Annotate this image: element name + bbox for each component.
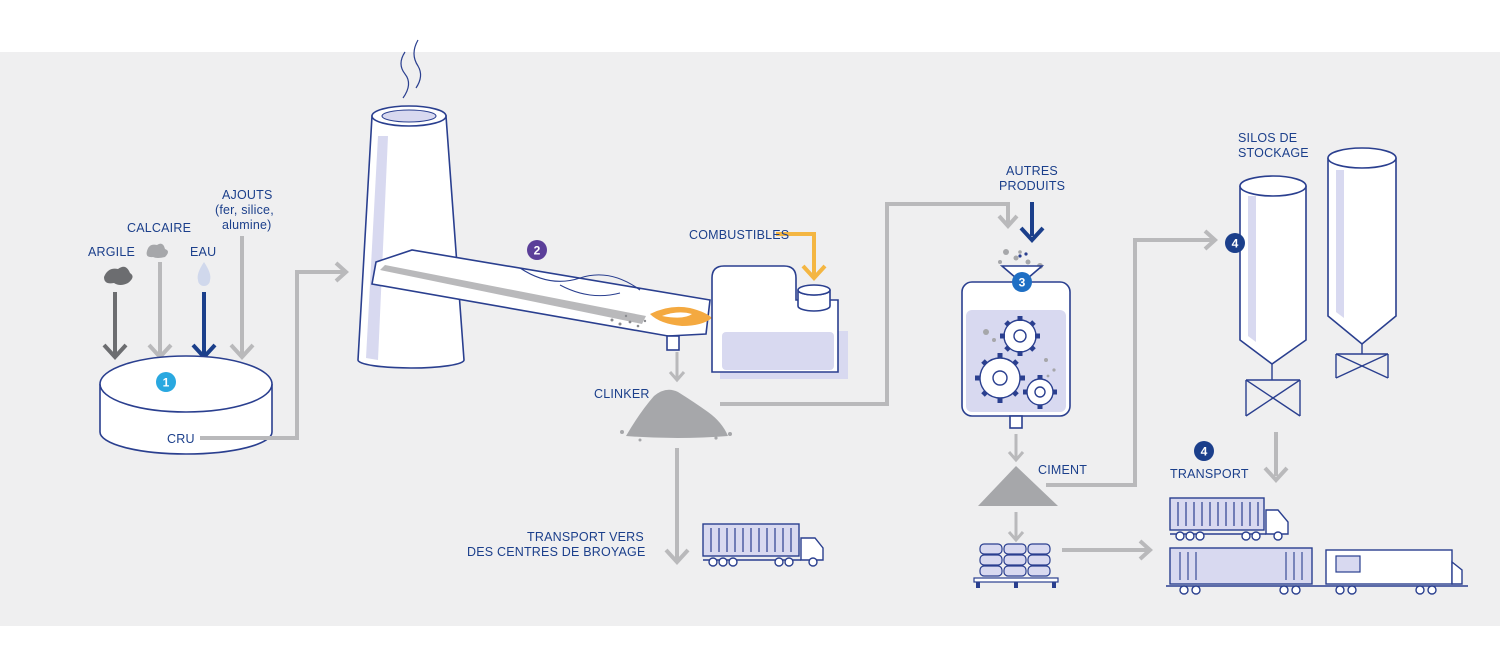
label-ajouts-2: (fer, silice, xyxy=(215,203,274,217)
raw-materials-group: ARGILE CALCAIRE EAU AJOUTS (fer, silice,… xyxy=(88,188,274,360)
step-4-badge-silos xyxy=(1225,233,1245,253)
clinker-particles xyxy=(620,430,732,442)
step-2-number: 2 xyxy=(534,244,541,258)
step-4-badge-transport xyxy=(1194,441,1214,461)
step-4-number-transport: 4 xyxy=(1201,445,1208,459)
clinker-pile: CLINKER xyxy=(594,352,732,442)
kiln-gas-line xyxy=(519,267,641,291)
preheater-tower xyxy=(357,39,465,369)
step-1-badge xyxy=(156,372,176,392)
train-wheels xyxy=(1179,585,1437,595)
step-3-number: 3 xyxy=(1019,276,1026,290)
mill-input-dots xyxy=(1018,252,1028,258)
cement-drop-arrow-head xyxy=(1007,451,1025,463)
truck2-container-ribs xyxy=(1177,502,1259,526)
pallet-top xyxy=(973,577,1059,583)
label-combustibles: COMBUSTIBLES xyxy=(689,228,789,242)
silo-2-top xyxy=(1327,147,1397,169)
train-wagon-ribs xyxy=(1179,552,1303,580)
clinker-truck xyxy=(702,523,824,567)
train-wagon xyxy=(1169,547,1313,585)
label-silos-2: STOCKAGE xyxy=(1238,146,1309,160)
label-ajouts-1: AJOUTS xyxy=(222,188,273,202)
locomotive-window xyxy=(1335,555,1361,573)
label-eau: EAU xyxy=(190,245,216,259)
kiln-flame-core xyxy=(662,312,692,318)
step-3-badge xyxy=(1012,272,1032,292)
silo-1-top xyxy=(1239,175,1307,197)
rotary-kiln: 2 xyxy=(371,240,712,351)
other-products-arrow-head xyxy=(1019,226,1045,243)
flow-silos-to-transport-head xyxy=(1263,466,1289,483)
mill-dust xyxy=(983,329,1056,378)
step-2-badge xyxy=(527,240,547,260)
gear-teeth xyxy=(975,316,1057,409)
pallet-legs xyxy=(976,582,1056,588)
silo-1-shade xyxy=(1248,196,1256,342)
label-calcaire: CALCAIRE xyxy=(127,221,191,235)
truck2-wheels xyxy=(1175,531,1283,541)
label-autres-1: AUTRES xyxy=(1006,164,1058,178)
burner-unit: COMBUSTIBLES xyxy=(689,228,848,379)
flow-bags-to-transport-head xyxy=(1138,539,1153,561)
clinker-heap xyxy=(626,389,728,438)
kiln-material-stripe xyxy=(380,265,646,324)
label-transport: TRANSPORT xyxy=(1170,467,1249,481)
flow-clinker-to-transport-head xyxy=(664,548,690,565)
label-cru: CRU xyxy=(167,432,195,446)
truck-cab xyxy=(800,537,824,561)
clinker-drop-arrow-head xyxy=(668,371,686,383)
flow-cru-to-kiln-head xyxy=(334,261,349,283)
label-silos-1: SILOS DE xyxy=(1238,131,1297,145)
fuel-arrow xyxy=(776,232,816,276)
cement-truck xyxy=(1169,497,1289,541)
label-transport-broyage-1: TRANSPORT VERS xyxy=(527,530,644,544)
cement-heap xyxy=(978,466,1058,506)
limestone-icon xyxy=(146,243,168,258)
tower-opening xyxy=(381,109,437,123)
label-autres-2: PRODUITS xyxy=(999,179,1065,193)
silo-2-shade xyxy=(1336,170,1344,318)
label-clinker: CLINKER xyxy=(594,387,650,401)
flow-cement-to-silos-head xyxy=(1203,229,1218,251)
kiln-particles xyxy=(610,314,647,328)
cement-mill: AUTRES PRODUITS 3 xyxy=(961,164,1071,429)
basin-top xyxy=(99,355,273,413)
kiln-outlet xyxy=(666,335,680,351)
bags-drop-arrow-head xyxy=(1007,531,1025,543)
label-argile: ARGILE xyxy=(88,245,135,259)
silo-1-legs xyxy=(1245,364,1301,417)
locomotive-nose xyxy=(1451,560,1463,585)
flow-clinker-to-mill xyxy=(720,202,1010,406)
step-1-number: 1 xyxy=(163,376,170,390)
water-drop-icon xyxy=(197,262,211,286)
cement-train xyxy=(1166,547,1468,595)
label-ciment: CIMENT xyxy=(1038,463,1087,477)
storage-silos: SILOS DE STOCKAGE 4 xyxy=(1225,131,1397,417)
truck-wheels xyxy=(708,557,818,567)
burner-panel xyxy=(722,332,834,370)
mill-outlet xyxy=(1009,415,1023,429)
clay-arrow-head xyxy=(102,343,128,360)
flow-cru-to-kiln xyxy=(200,270,344,440)
silo-2-legs xyxy=(1335,344,1389,379)
fuel-arrow-head xyxy=(801,264,827,281)
tower-shade xyxy=(366,136,388,360)
label-ajouts-3: alumine) xyxy=(222,218,272,232)
flow-clinker-to-mill-head xyxy=(997,214,1019,229)
label-transport-broyage-2: DES CENTRES DE BROYAGE xyxy=(467,545,646,559)
cement-bags-pallet xyxy=(973,543,1059,588)
smoke-line-2 xyxy=(413,39,422,89)
additives-arrow-head xyxy=(229,343,255,360)
truck-container-ribs xyxy=(710,528,792,552)
flow-cement-to-silos xyxy=(1046,238,1214,487)
clay-icon xyxy=(104,266,133,285)
truck2-cab xyxy=(1265,509,1289,535)
cement-bags xyxy=(979,543,1051,577)
fuel-inlet-top xyxy=(797,284,831,296)
step-4-number-silos: 4 xyxy=(1232,237,1239,251)
smoke-line xyxy=(400,51,410,99)
kiln-gas-line-2 xyxy=(559,284,621,297)
